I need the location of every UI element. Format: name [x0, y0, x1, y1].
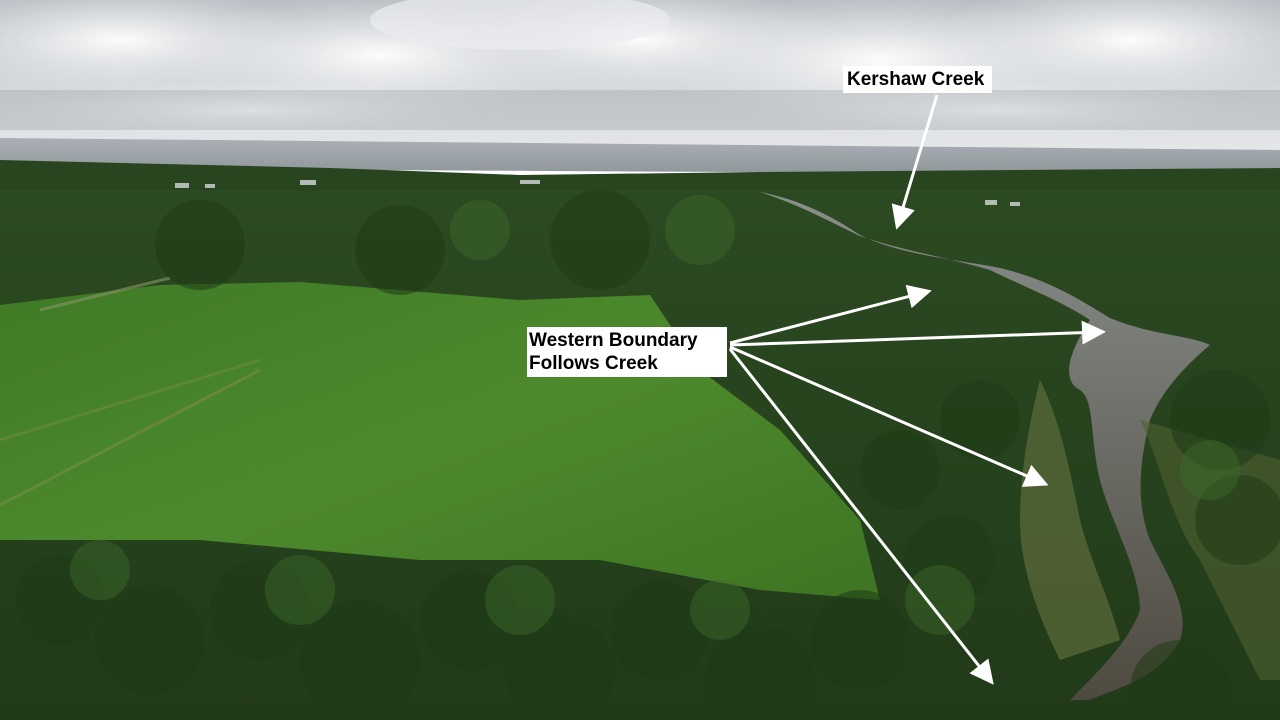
clouds — [0, 0, 1280, 140]
western-boundary-line1: Western Boundary — [529, 330, 698, 351]
western-boundary-label: Western Boundary Follows Creek — [527, 327, 727, 377]
bay-water — [0, 138, 1280, 175]
marsh — [1020, 380, 1120, 660]
kershaw-creek-text: Kershaw Creek — [847, 69, 985, 90]
kershaw-creek-label: Kershaw Creek — [843, 66, 993, 93]
distant-houses — [175, 180, 1020, 206]
western-boundary-line2: Follows Creek — [529, 353, 658, 374]
creek-water — [760, 192, 1210, 700]
